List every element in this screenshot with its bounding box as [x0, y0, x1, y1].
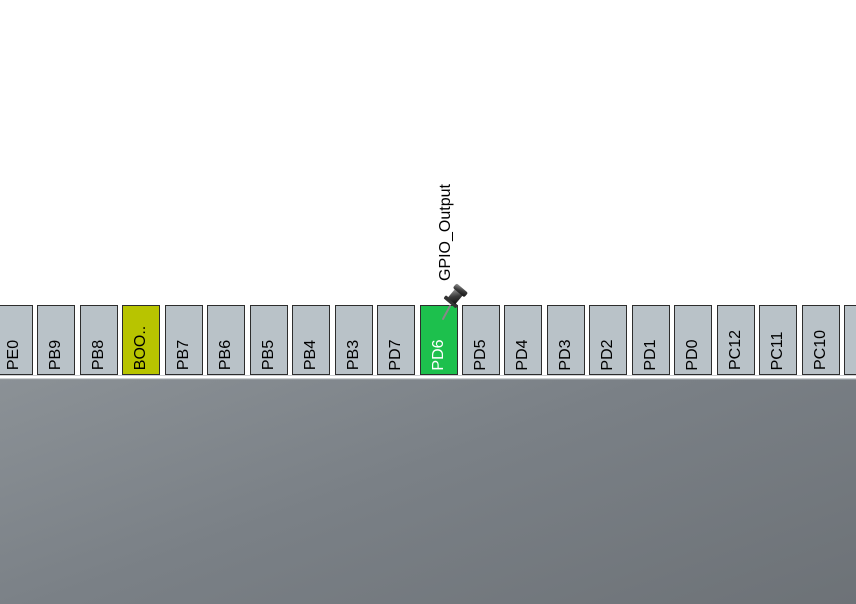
- pin-boo[interactable]: BOO..: [122, 305, 160, 375]
- pin-label: PD4: [514, 338, 531, 371]
- pin-pb5[interactable]: PB5: [250, 305, 288, 375]
- pin-label: PD7: [387, 338, 404, 371]
- chip-body: [0, 380, 856, 604]
- pin-pd1[interactable]: PD1: [632, 305, 670, 375]
- pin-label: PC11: [769, 331, 786, 370]
- pin-pc11[interactable]: PC11: [759, 305, 797, 375]
- pin-label: PB6: [217, 339, 234, 371]
- pin-pb9[interactable]: PB9: [37, 305, 75, 375]
- pin-label: PD3: [557, 338, 574, 371]
- pin-pc12[interactable]: PC12: [717, 305, 755, 375]
- pin-pb7[interactable]: PB7: [165, 305, 203, 375]
- pin-label: PB8: [90, 339, 107, 371]
- pin-label: PD5: [472, 338, 489, 371]
- pushpin-icon: [442, 284, 468, 320]
- pin-pd5[interactable]: PD5: [462, 305, 500, 375]
- pin-label: PC12: [727, 329, 744, 371]
- pin-label: PB9: [47, 339, 64, 371]
- pin-pd6[interactable]: PD6: [420, 305, 458, 375]
- pin-label: PD1: [642, 338, 659, 371]
- pin-label: PD2: [599, 338, 616, 371]
- pin-pe0[interactable]: PE0: [0, 305, 33, 375]
- pin-label: PC10: [812, 329, 829, 371]
- pin-pd2[interactable]: PD2: [589, 305, 627, 375]
- pin-pb6[interactable]: PB6: [207, 305, 245, 375]
- pin-blank-20[interactable]: [844, 305, 856, 375]
- pin-pb3[interactable]: PB3: [335, 305, 373, 375]
- pin-label: PE0: [5, 339, 22, 371]
- pin-label: PB4: [302, 339, 319, 371]
- pin-pd7[interactable]: PD7: [377, 305, 415, 375]
- pin-label: PB7: [175, 339, 192, 371]
- pin-pd3[interactable]: PD3: [547, 305, 585, 375]
- chip-edge: [0, 375, 856, 380]
- pin-pd0[interactable]: PD0: [674, 305, 712, 375]
- pin-pb8[interactable]: PB8: [80, 305, 118, 375]
- pin-label: PD0: [684, 338, 701, 371]
- pin-pd4[interactable]: PD4: [504, 305, 542, 375]
- pin-signal-label[interactable]: GPIO_Output: [437, 184, 454, 281]
- pin-label: PB5: [260, 339, 277, 371]
- pin-label: BOO..: [132, 325, 149, 371]
- pin-pb4[interactable]: PB4: [292, 305, 330, 375]
- pin-pc10[interactable]: PC10: [802, 305, 840, 375]
- pin-label: PB3: [345, 339, 362, 371]
- pin-label: PD6: [430, 338, 447, 371]
